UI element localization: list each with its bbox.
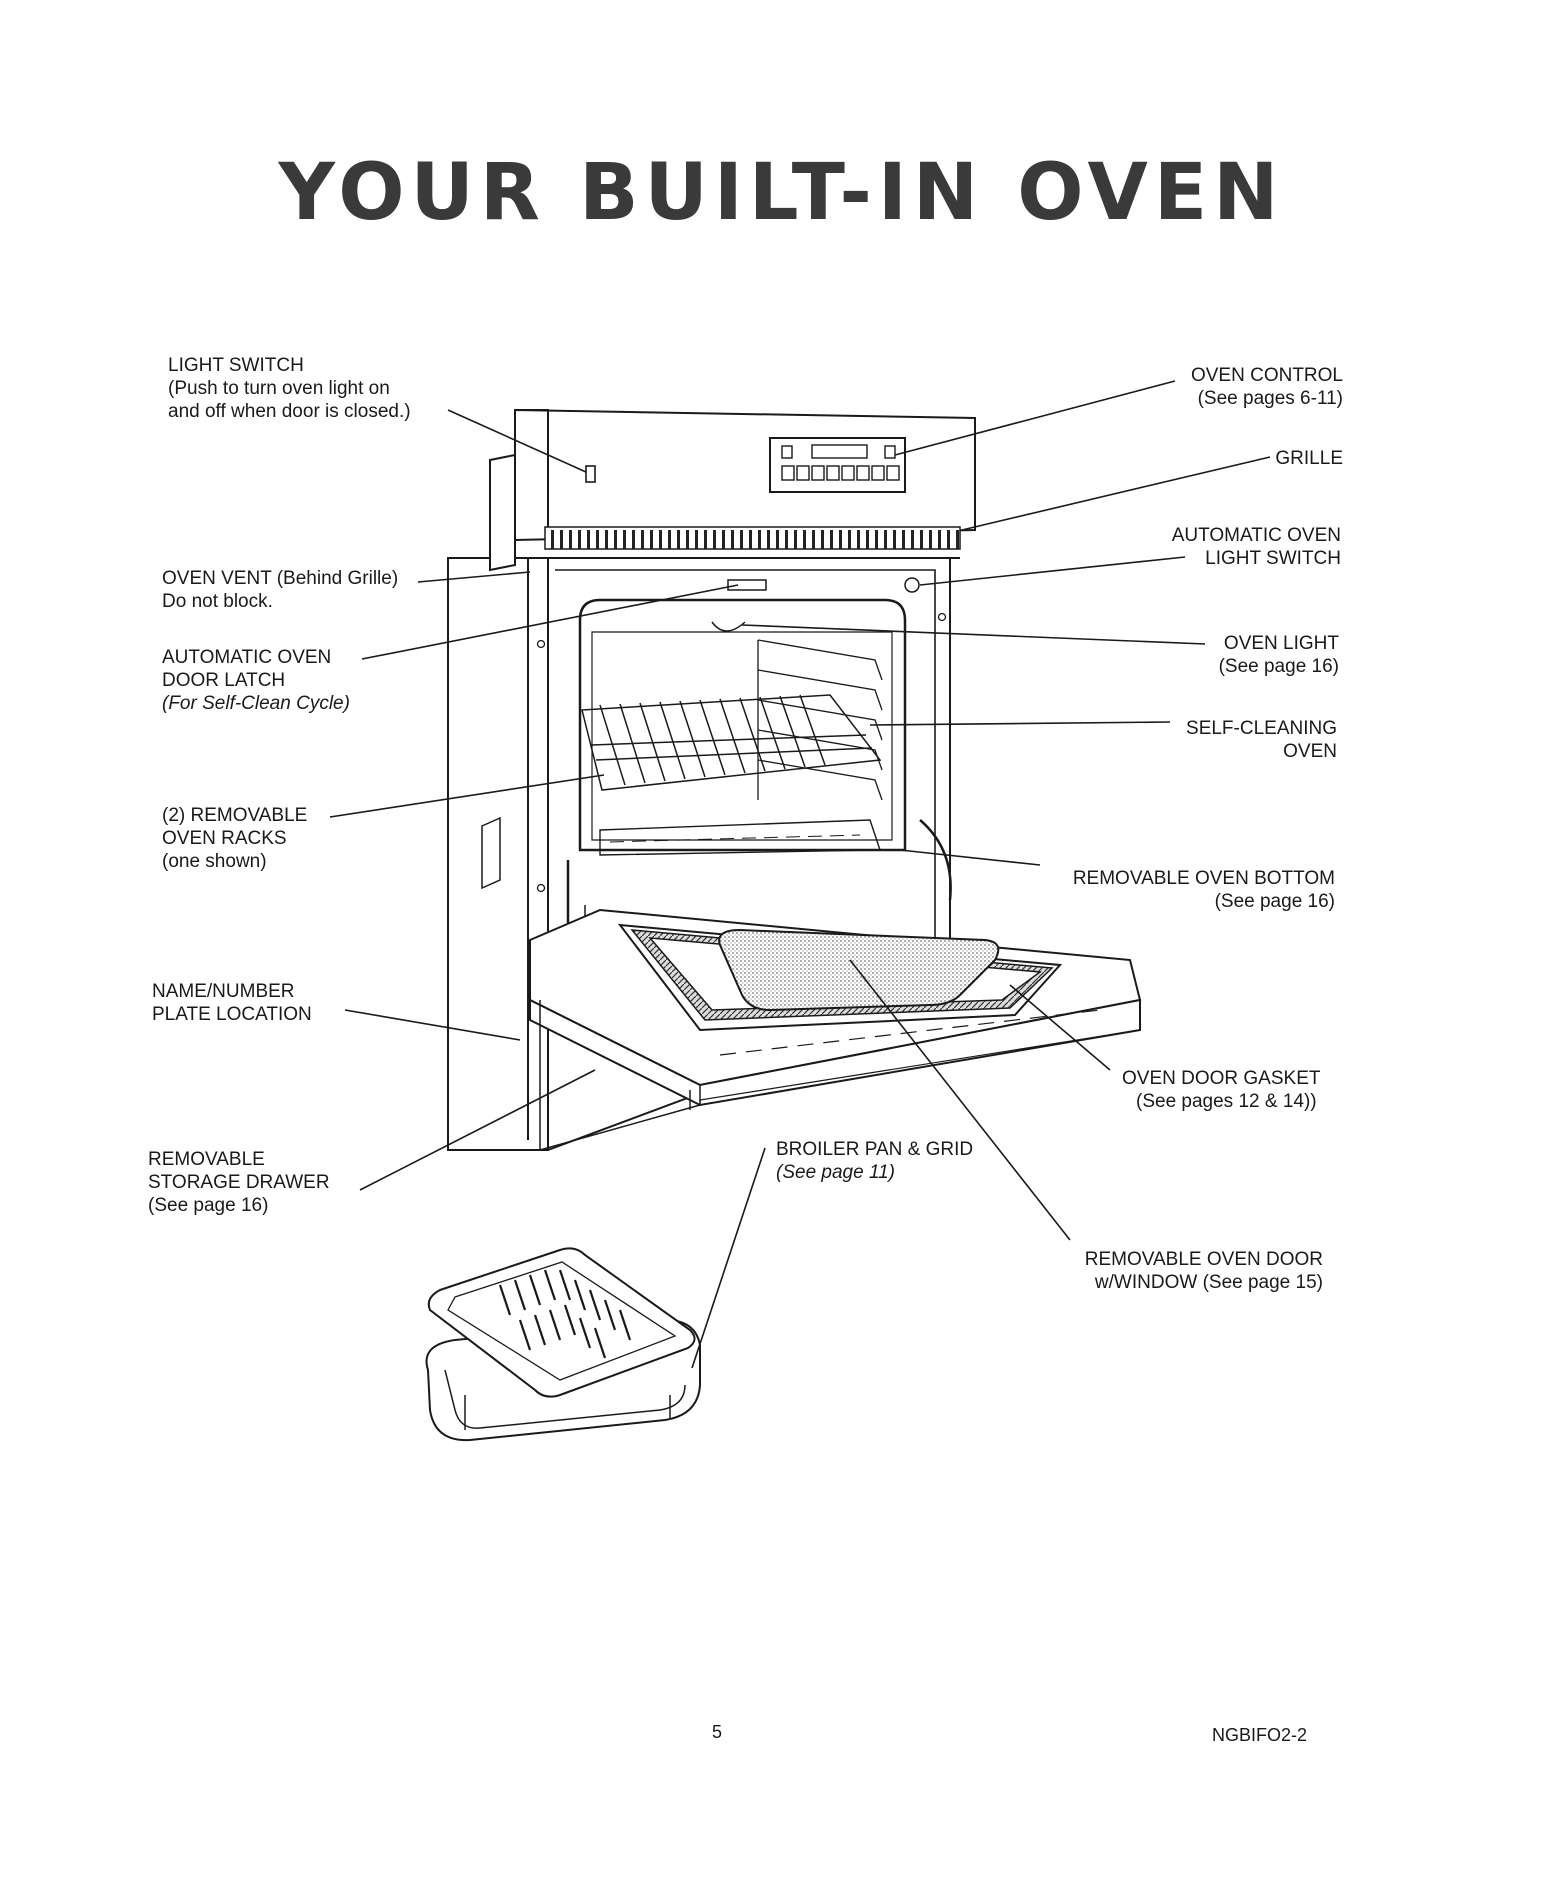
- label-oven-light: OVEN LIGHT (See page 16): [1218, 633, 1339, 677]
- label-self-cleaning: SELF-CLEANING OVEN: [1186, 718, 1337, 762]
- oven-cavity: [555, 569, 936, 961]
- label-oven-control: OVEN CONTROL (See pages 6-11): [1190, 365, 1343, 409]
- label-door-latch: AUTOMATIC OVEN DOOR LATCH (For Self-Clea…: [162, 647, 350, 714]
- oven-rack: [581, 694, 882, 791]
- page-title: YOUR BUILT-IN OVEN: [278, 148, 1285, 238]
- auto-light-switch-icon: [904, 577, 920, 593]
- broiler-pan: [425, 1247, 701, 1442]
- storage-drawer: [539, 1000, 1141, 1151]
- label-storage-drawer: REMOVABLE STORAGE DRAWER (See page 16): [148, 1149, 330, 1216]
- label-grille: GRILLE: [1275, 448, 1343, 469]
- light-switch-icon[interactable]: [585, 465, 596, 483]
- control-panel: [489, 408, 976, 572]
- label-door-gasket: OVEN DOOR GASKET (See pages 12 & 14)): [1122, 1068, 1321, 1112]
- name-plate-icon: [481, 816, 501, 890]
- grille: [544, 526, 961, 550]
- oven-door: [529, 908, 1142, 1107]
- label-oven-bottom: REMOVABLE OVEN BOTTOM (See page 16): [1072, 868, 1335, 912]
- label-name-plate: NAME/NUMBER PLATE LOCATION: [152, 981, 312, 1025]
- label-light-switch: LIGHT SWITCH (Push to turn oven light on…: [168, 355, 411, 422]
- leader-lines: [329, 380, 1271, 1369]
- label-auto-light-switch: AUTOMATIC OVEN LIGHT SWITCH: [1171, 525, 1341, 569]
- label-broiler-pan: BROILER PAN & GRID (See page 11): [776, 1139, 974, 1183]
- label-oven-door: REMOVABLE OVEN DOOR w/WINDOW (See page 1…: [1084, 1249, 1323, 1293]
- document-code: NGBIFO2-2: [1212, 1725, 1308, 1745]
- label-oven-racks: (2) REMOVABLE OVEN RACKS (one shown): [162, 805, 308, 872]
- door-latch-icon: [727, 579, 767, 591]
- label-oven-vent: OVEN VENT (Behind Grille) Do not block.: [162, 568, 399, 612]
- page-number: 5: [712, 1722, 723, 1742]
